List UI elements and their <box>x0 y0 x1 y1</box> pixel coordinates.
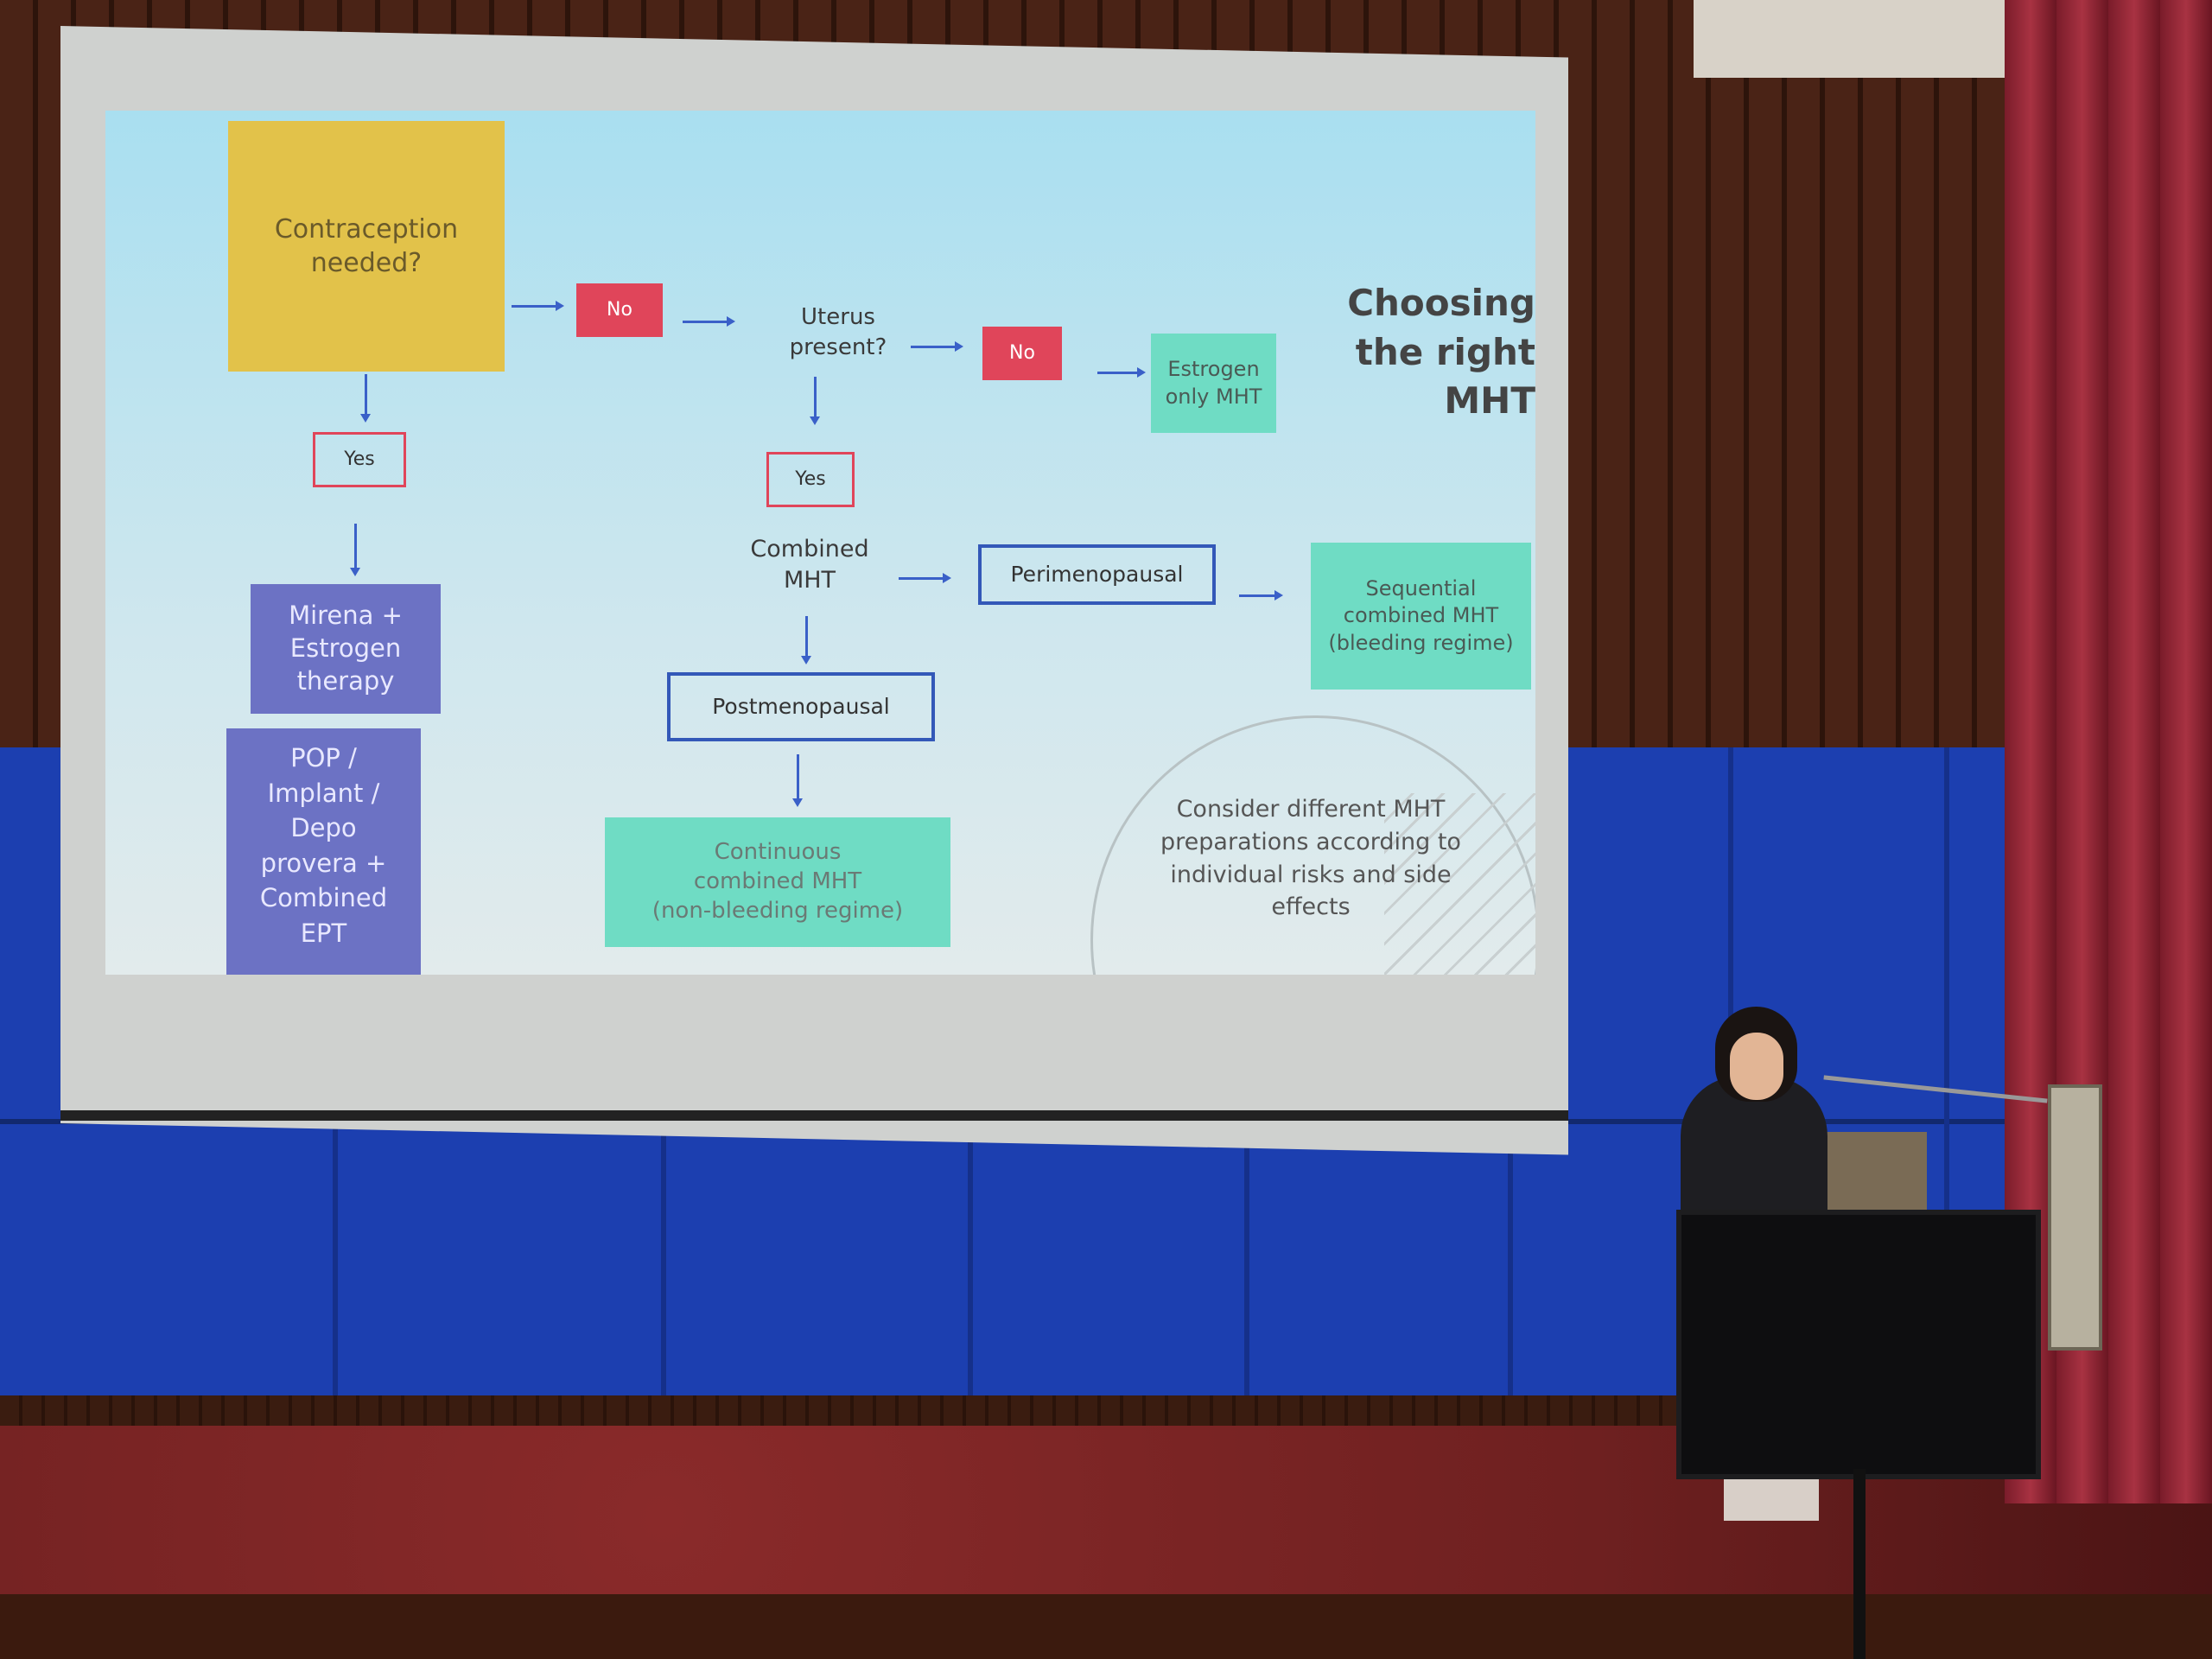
arrow <box>810 377 820 425</box>
pop-text: POP / Implant / Depo provera + Combined … <box>259 743 388 948</box>
arrow <box>350 524 360 576</box>
podium <box>1823 1132 1927 1210</box>
note-text: Consider different MHT preparations acco… <box>1160 796 1461 921</box>
arrow <box>911 341 963 352</box>
combined-mht-label: Combined MHT <box>750 536 869 594</box>
postmenopausal-box: Postmenopausal <box>667 672 935 741</box>
arrow <box>683 316 735 327</box>
arrow <box>1239 590 1283 601</box>
arrow <box>360 374 371 423</box>
no-label-1: No <box>607 298 632 321</box>
pop-box: POP / Implant / Depo provera + Combined … <box>226 728 421 975</box>
yes-box-1: Yes <box>313 432 406 487</box>
slide-title: Choosing the right MHT <box>1347 282 1535 423</box>
slide: Choosing the right MHT Contraception nee… <box>105 111 1535 975</box>
yes-label-1: Yes <box>344 448 375 470</box>
speaker-face <box>1730 1033 1783 1100</box>
no-box-1: No <box>576 283 663 337</box>
yes-box-2: Yes <box>766 452 855 507</box>
uterus-question: Uterus present? <box>789 304 887 361</box>
perimenopausal-text: Perimenopausal <box>1010 561 1184 587</box>
monitor-stand <box>1853 1469 1866 1659</box>
screen-bottom-bar <box>60 1110 1568 1121</box>
continuous-box: Continuous combined MHT (non-bleeding re… <box>605 817 950 947</box>
mirena-text: Mirena + Estrogen therapy <box>289 601 403 696</box>
hatch-pattern <box>1384 793 1535 975</box>
sequential-box: Sequential combined MHT (bleeding regime… <box>1311 543 1531 690</box>
stage-edge <box>0 1594 2212 1659</box>
wall-frame <box>2048 1084 2102 1351</box>
arrow <box>512 301 564 311</box>
no-label-2: No <box>1009 341 1035 364</box>
estrogen-only-text: Estrogen only MHT <box>1165 357 1262 409</box>
confidence-monitor <box>1676 1210 2041 1479</box>
contraception-question-box: Contraception needed? <box>228 121 505 372</box>
arrow <box>801 616 811 664</box>
continuous-text: Continuous combined MHT (non-bleeding re… <box>652 839 904 924</box>
arrow <box>899 573 951 583</box>
perimenopausal-box: Perimenopausal <box>978 544 1216 605</box>
sequential-text: Sequential combined MHT (bleeding regime… <box>1328 576 1514 655</box>
postmenopausal-text: Postmenopausal <box>712 693 890 719</box>
contraception-question-text: Contraception needed? <box>274 214 459 278</box>
estrogen-only-box: Estrogen only MHT <box>1151 334 1276 433</box>
mirena-box: Mirena + Estrogen therapy <box>251 584 441 714</box>
arrow <box>792 754 803 807</box>
yes-label-2: Yes <box>795 467 826 490</box>
no-box-2: No <box>982 327 1062 380</box>
arrow <box>1097 367 1146 378</box>
